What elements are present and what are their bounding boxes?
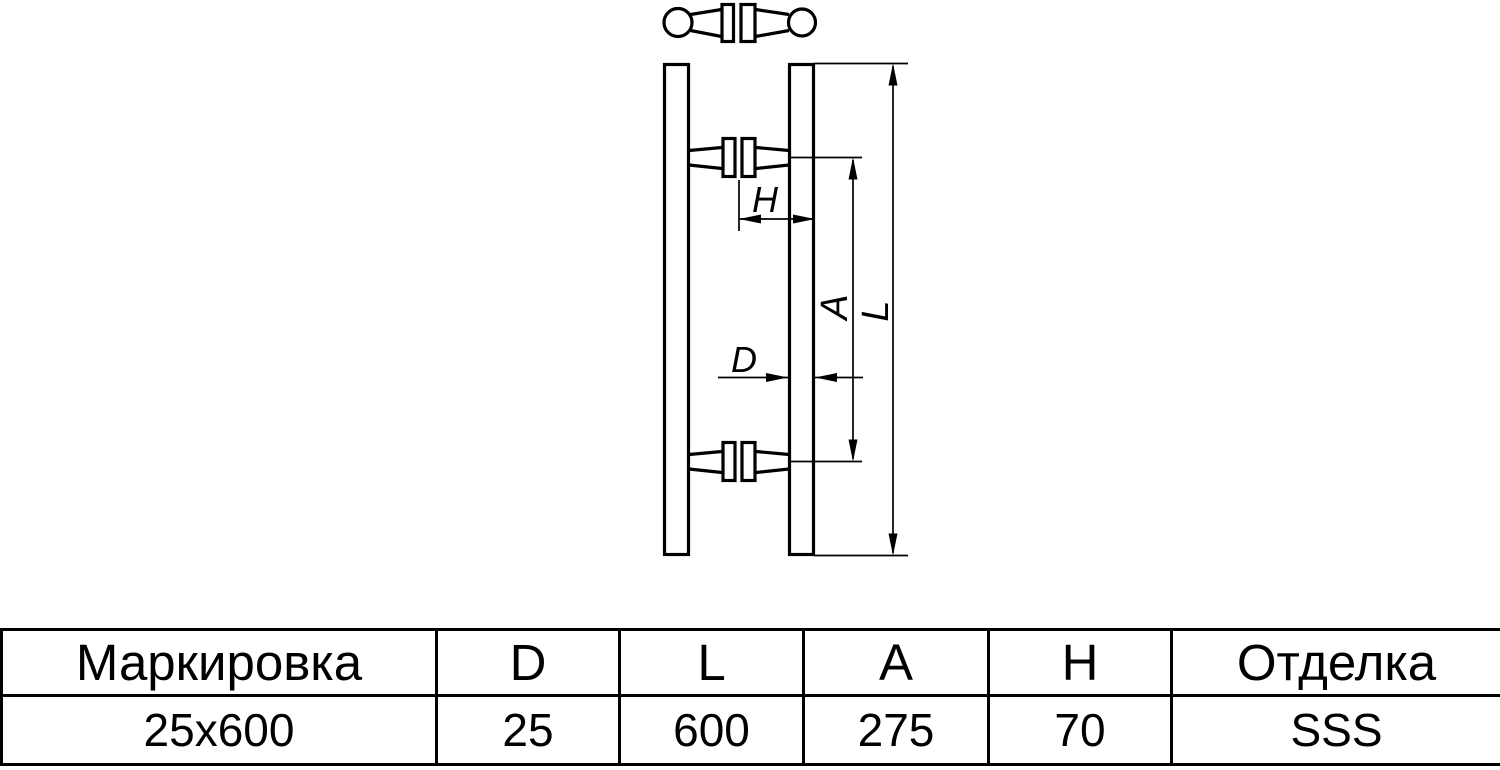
handle-technical-drawing: H D A L (662, 2, 908, 557)
lower-standoff-left-cone (688, 449, 723, 475)
upper-standoff-left-clamp (721, 136, 737, 179)
lower-standoff-left-clamp (721, 440, 737, 483)
value-finish: SSS (1170, 694, 1500, 766)
dimension-H (738, 180, 815, 231)
table-header-row: Маркировка D L A H Отделка (0, 628, 1500, 697)
header-h: H (987, 628, 1173, 697)
top-view (662, 2, 818, 44)
h-arrow-right (793, 214, 815, 224)
dimensions-table: Маркировка D L A H Отделка 25x600 25 600… (0, 628, 1500, 766)
top-view-left-clamp (720, 2, 736, 44)
top-view-right-tube-section (786, 7, 818, 38)
header-finish: Отделка (1170, 628, 1500, 697)
dimensions: H D A L (718, 62, 908, 557)
top-view-left-tube-section (662, 6, 694, 39)
value-marking: 25x600 (0, 694, 438, 766)
front-view (662, 62, 816, 557)
lower-standoff-right-cone (755, 449, 790, 475)
dimension-label-a: A (814, 294, 856, 321)
a-arrow-down (848, 439, 858, 462)
upper-standoff-right-cone (755, 145, 790, 171)
dimension-L (814, 62, 908, 557)
top-view-right-arm (755, 7, 790, 39)
header-marking: Маркировка (0, 628, 438, 697)
d-arrow-right (766, 373, 788, 382)
h-arrow-left (739, 214, 761, 224)
dimension-D (718, 373, 863, 382)
dimension-label-l: L (855, 300, 897, 321)
a-arrow-up (848, 157, 858, 180)
upper-standoff-left-cone (688, 145, 723, 171)
d-arrow-left (815, 373, 837, 382)
l-arrow-down (888, 533, 898, 556)
value-l: 600 (618, 694, 805, 766)
header-l: L (618, 628, 805, 697)
dimension-A (790, 156, 862, 463)
right-handle-bar (787, 62, 816, 557)
header-a: A (802, 628, 990, 697)
dimension-label-d: D (731, 339, 757, 380)
l-arrow-up (888, 63, 898, 86)
header-d: D (435, 628, 621, 697)
left-handle-bar (662, 62, 691, 557)
lower-standoff (688, 440, 790, 483)
value-d: 25 (435, 694, 621, 766)
dimension-label-h: H (752, 179, 779, 220)
lower-standoff-right-clamp (740, 440, 757, 483)
top-view-right-clamp (739, 2, 757, 44)
value-h: 70 (987, 694, 1173, 766)
value-a: 275 (802, 694, 990, 766)
table-row: 25x600 25 600 275 70 SSS (0, 694, 1500, 766)
upper-standoff (688, 136, 790, 179)
upper-standoff-right-clamp (740, 136, 757, 179)
top-view-left-arm (690, 7, 722, 39)
